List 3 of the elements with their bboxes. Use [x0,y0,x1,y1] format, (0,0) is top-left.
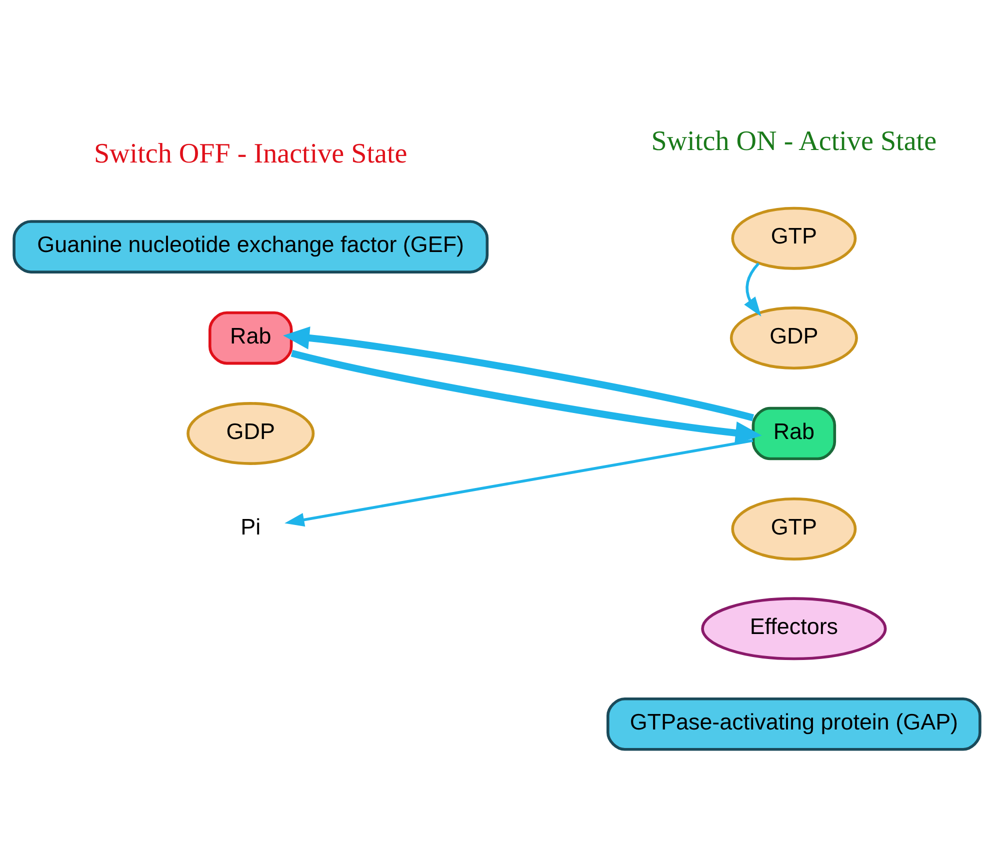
label: Switch OFF - Inactive State [94,138,408,170]
label: Switch ON - Active State [651,126,937,157]
node-text: Pi [240,514,261,540]
